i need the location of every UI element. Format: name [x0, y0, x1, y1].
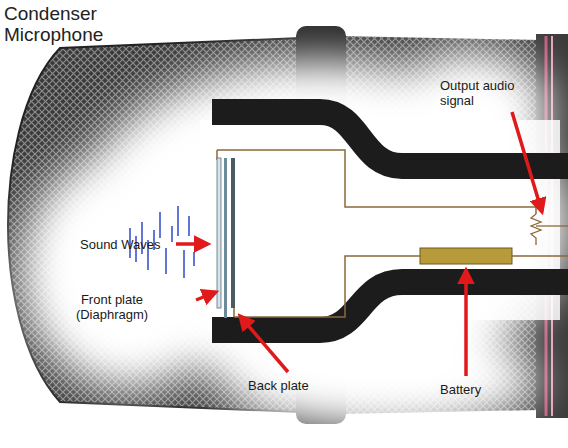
resistor-symbol — [531, 214, 541, 245]
wire — [217, 150, 536, 214]
back-plate — [231, 158, 235, 308]
pointer-arrow — [176, 112, 542, 376]
part-label: Front plate (Diaphragm) — [66, 292, 158, 322]
body-tube — [212, 282, 568, 330]
wire — [234, 256, 568, 317]
part-label: Battery — [440, 382, 510, 397]
part-label: Back plate — [248, 378, 338, 393]
title: Condenser Microphone — [4, 3, 134, 45]
battery — [420, 248, 512, 264]
front-plate — [217, 158, 221, 308]
part-label: Output audio signal — [440, 78, 524, 108]
wire — [536, 225, 568, 226]
part-label: Sound Waves — [80, 237, 172, 252]
front-plate — [224, 158, 227, 318]
glow — [20, 50, 568, 430]
